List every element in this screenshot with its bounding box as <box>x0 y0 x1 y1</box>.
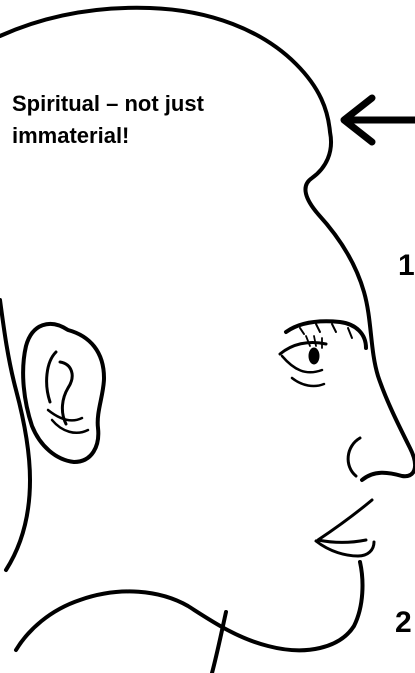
left-arrow-icon <box>344 98 415 142</box>
upper-lip <box>318 500 372 542</box>
face-left-edge <box>0 300 30 570</box>
pupil <box>309 348 319 364</box>
ear-lobe-fold <box>48 410 88 433</box>
cut-off-number-2: 2 <box>395 608 412 638</box>
eyebrow-texture <box>300 324 352 338</box>
caption-line-1: Spiritual – not just <box>12 88 262 120</box>
eye-upper-lid <box>280 342 326 354</box>
nostril <box>348 438 360 476</box>
ear <box>23 324 104 462</box>
chin-jaw <box>16 562 362 650</box>
annotation-caption: Spiritual – not just immaterial! <box>12 88 262 152</box>
cheek-line <box>292 378 324 386</box>
caption-line-2: immaterial! <box>12 120 262 152</box>
cut-off-number-1: 1 <box>398 251 415 281</box>
